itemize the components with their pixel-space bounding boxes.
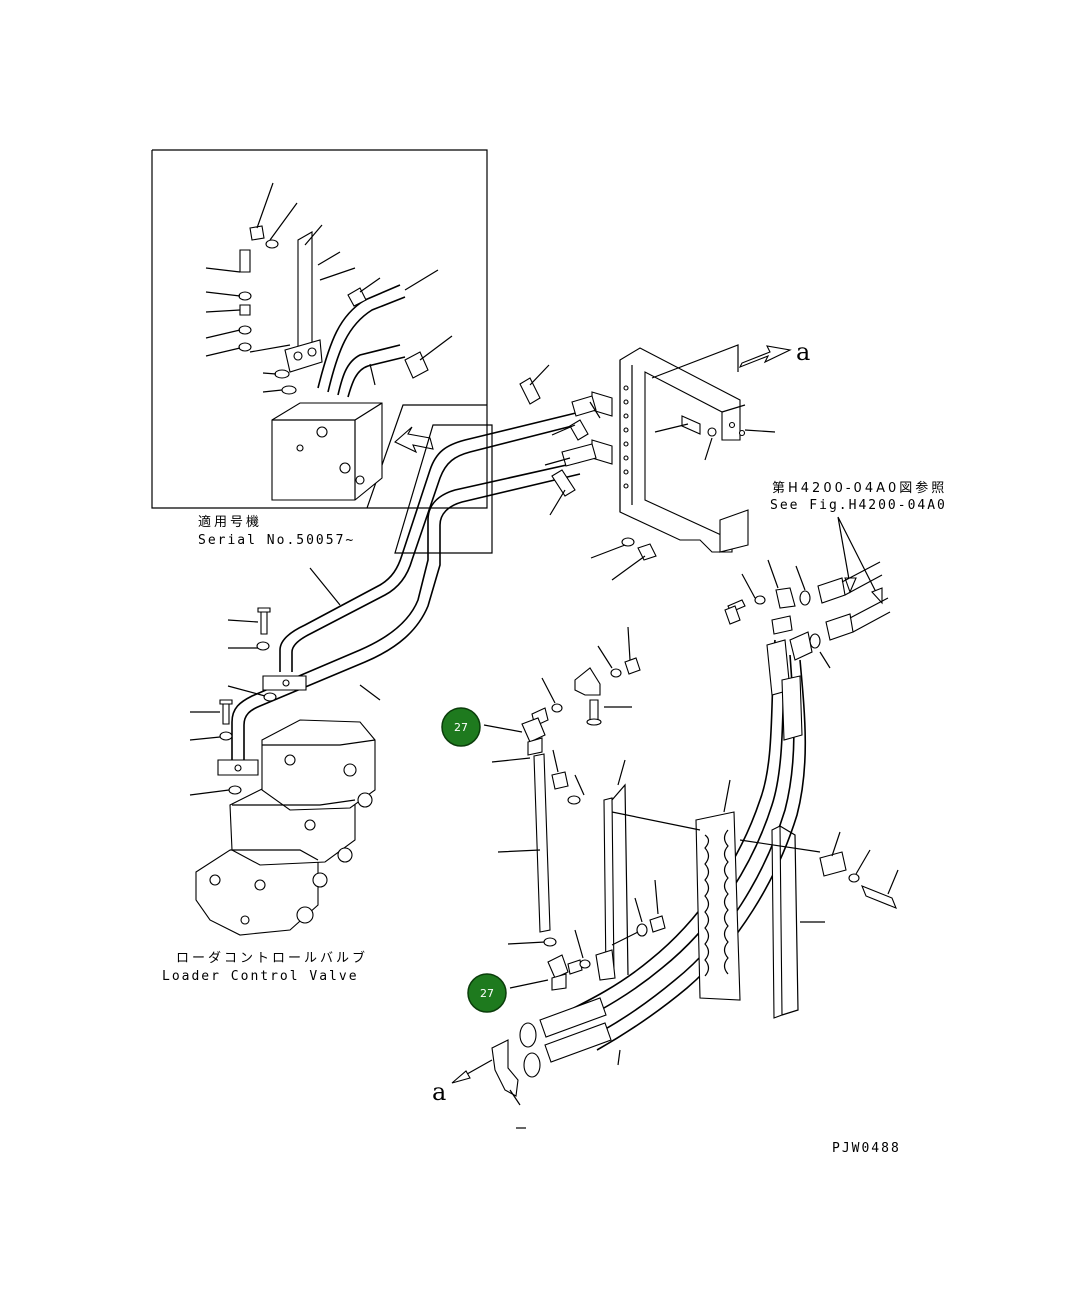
see-fig-arrowheads: [844, 577, 883, 605]
arrow-label-top: a: [796, 338, 810, 366]
callout-number: 27: [454, 721, 468, 734]
drawing-code: PJW0488: [832, 1141, 901, 1156]
see-fig-leaders: [837, 516, 881, 601]
steel-pipes: [217, 411, 581, 776]
callout-badge[interactable]: [467, 973, 507, 1013]
hose-bracket-frame: [519, 344, 792, 581]
loader-control-valve: [195, 719, 376, 936]
right-hose-fittings: [724, 559, 891, 669]
inset-serial-jp: 適用号機: [198, 514, 262, 530]
callout-27-upper[interactable]: 27: [441, 707, 481, 747]
valve-fasteners: [189, 607, 277, 796]
valve-label-jp: ローダコントロールバルブ: [176, 950, 368, 966]
callout-27-lower[interactable]: 27: [467, 973, 507, 1013]
center-fasteners: [483, 626, 899, 991]
callout-badge[interactable]: [441, 707, 481, 747]
hydraulic-hoses: [519, 639, 807, 1078]
bottom-bracket: [451, 1039, 526, 1129]
hose-clamp-plates: [595, 759, 825, 1019]
valve-label-en: Loader Control Valve: [162, 969, 359, 984]
arrow-label-bottom: a: [432, 1078, 446, 1106]
detail-frame: [394, 424, 493, 554]
inset-serial-en: Serial No.50057~: [198, 533, 355, 548]
inset-detail: [151, 149, 488, 509]
see-fig-en: See Fig.H4200-04A0: [770, 498, 947, 513]
callout-number: 27: [480, 987, 494, 1000]
see-fig-jp: 第H4200-04A0図参照: [772, 480, 947, 496]
